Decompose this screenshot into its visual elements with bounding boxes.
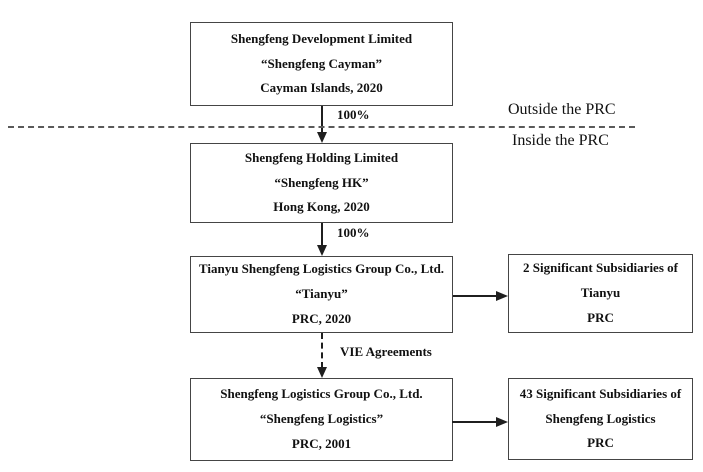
arrow-shaft xyxy=(452,421,497,423)
arrowhead-down-icon xyxy=(317,132,327,143)
arrow-logistics-to-subsidiaries xyxy=(452,416,508,428)
entity-box-tianyu: Tianyu Shengfeng Logistics Group Co., Lt… xyxy=(190,256,453,333)
arrowhead-right-icon xyxy=(496,417,508,427)
entity-jurisdiction-year: Cayman Islands, 2020 xyxy=(260,80,383,96)
entity-short-name: “Shengfeng Cayman” xyxy=(261,55,382,71)
subsidiaries-jurisdiction: PRC xyxy=(587,435,614,451)
arrow-shaft xyxy=(453,295,497,297)
prc-boundary-dashed-line xyxy=(8,126,635,128)
subsidiaries-count: 43 Significant Subsidiaries of xyxy=(519,385,682,401)
inside-prc-label: Inside the PRC xyxy=(512,132,609,149)
entity-box-shengfeng-logistics: Shengfeng Logistics Group Co., Ltd. “She… xyxy=(190,378,453,461)
arrowhead-down-icon xyxy=(317,367,327,378)
entity-name: Shengfeng Holding Limited xyxy=(244,149,399,165)
arrowhead-right-icon xyxy=(496,291,508,301)
entity-box-logistics-subsidiaries: 43 Significant Subsidiaries of Shengfeng… xyxy=(508,378,693,460)
subsidiaries-jurisdiction: PRC xyxy=(587,309,614,325)
arrowhead-down-icon xyxy=(317,245,327,256)
subsidiaries-parent: Tianyu xyxy=(580,285,621,301)
ownership-percentage-label: 100% xyxy=(337,107,370,122)
entity-name: Shengfeng Logistics Group Co., Ltd. xyxy=(220,386,423,402)
entity-jurisdiction-year: PRC, 2020 xyxy=(291,310,352,326)
ownership-arrow-cayman-to-hk xyxy=(316,106,328,143)
entity-box-shengfeng-hk: Shengfeng Holding Limited “Shengfeng HK”… xyxy=(190,143,453,223)
entity-jurisdiction-year: Hong Kong, 2020 xyxy=(273,199,370,215)
arrow-tianyu-to-subsidiaries xyxy=(453,290,508,302)
entity-short-name: “Shengfeng Logistics” xyxy=(259,411,384,427)
entity-short-name: “Shengfeng HK” xyxy=(274,174,369,190)
entity-name: Tianyu Shengfeng Logistics Group Co., Lt… xyxy=(198,261,445,277)
arrow-shaft xyxy=(321,223,323,246)
arrow-shaft xyxy=(321,106,323,133)
subsidiaries-count: 2 Significant Subsidiaries of xyxy=(523,260,678,276)
outside-prc-label: Outside the PRC xyxy=(508,101,616,118)
ownership-arrow-hk-to-tianyu xyxy=(316,223,328,256)
vie-agreements-arrow xyxy=(316,333,328,378)
vie-agreements-label: VIE Agreements xyxy=(340,344,432,359)
entity-name: Shengfeng Development Limited xyxy=(230,30,413,46)
ownership-percentage-label: 100% xyxy=(337,225,370,240)
subsidiaries-parent: Shengfeng Logistics xyxy=(545,410,656,426)
entity-box-tianyu-subsidiaries: 2 Significant Subsidiaries of Tianyu PRC xyxy=(508,254,693,333)
dashed-arrow-shaft xyxy=(321,333,323,368)
entity-jurisdiction-year: PRC, 2001 xyxy=(291,435,352,451)
entity-box-shengfeng-cayman: Shengfeng Development Limited “Shengfeng… xyxy=(190,22,453,106)
entity-short-name: “Tianyu” xyxy=(295,286,348,302)
